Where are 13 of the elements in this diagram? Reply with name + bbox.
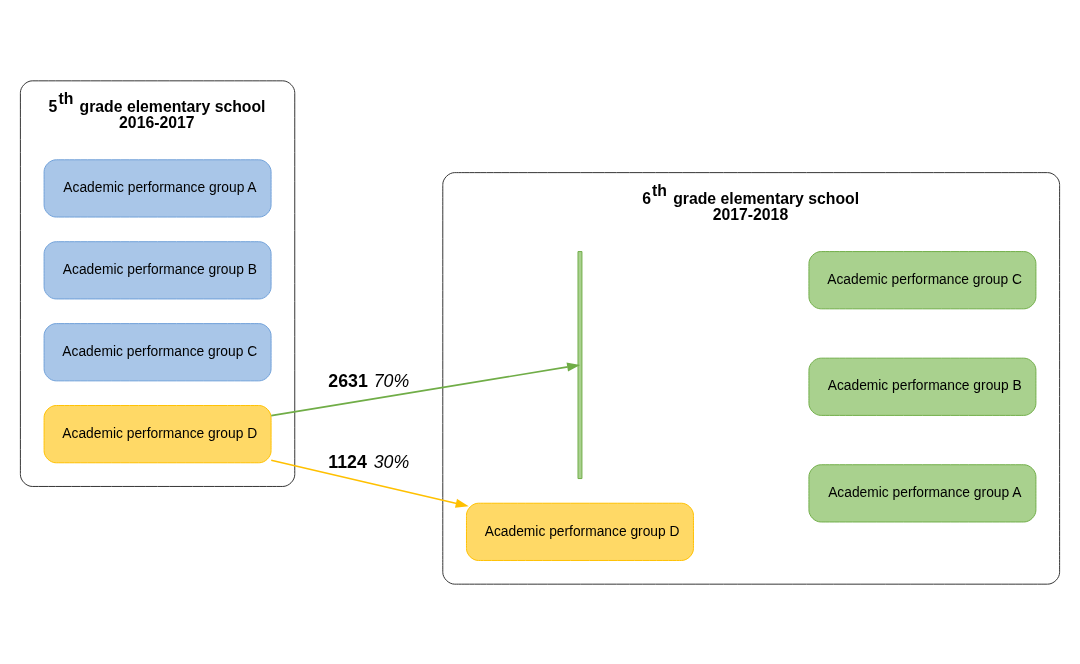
arrow [270,459,469,508]
node-box: Academic performance group B [808,357,1037,416]
node-box: Academic performance group B [43,240,272,299]
node-bracket [577,250,583,479]
node-box: Academic performance group D [43,404,272,463]
node-box: Academic performance group C [808,250,1037,309]
node-box: Academic performance group A [808,463,1037,522]
edge-label: 2631 70% [328,370,410,391]
node-box: Academic performance group C [43,322,272,381]
node-box: Academic performance group A [43,158,272,218]
node-box: Academic performance group D [466,502,694,561]
edge-label: 1124 30% [328,451,410,472]
arrow [270,361,581,416]
